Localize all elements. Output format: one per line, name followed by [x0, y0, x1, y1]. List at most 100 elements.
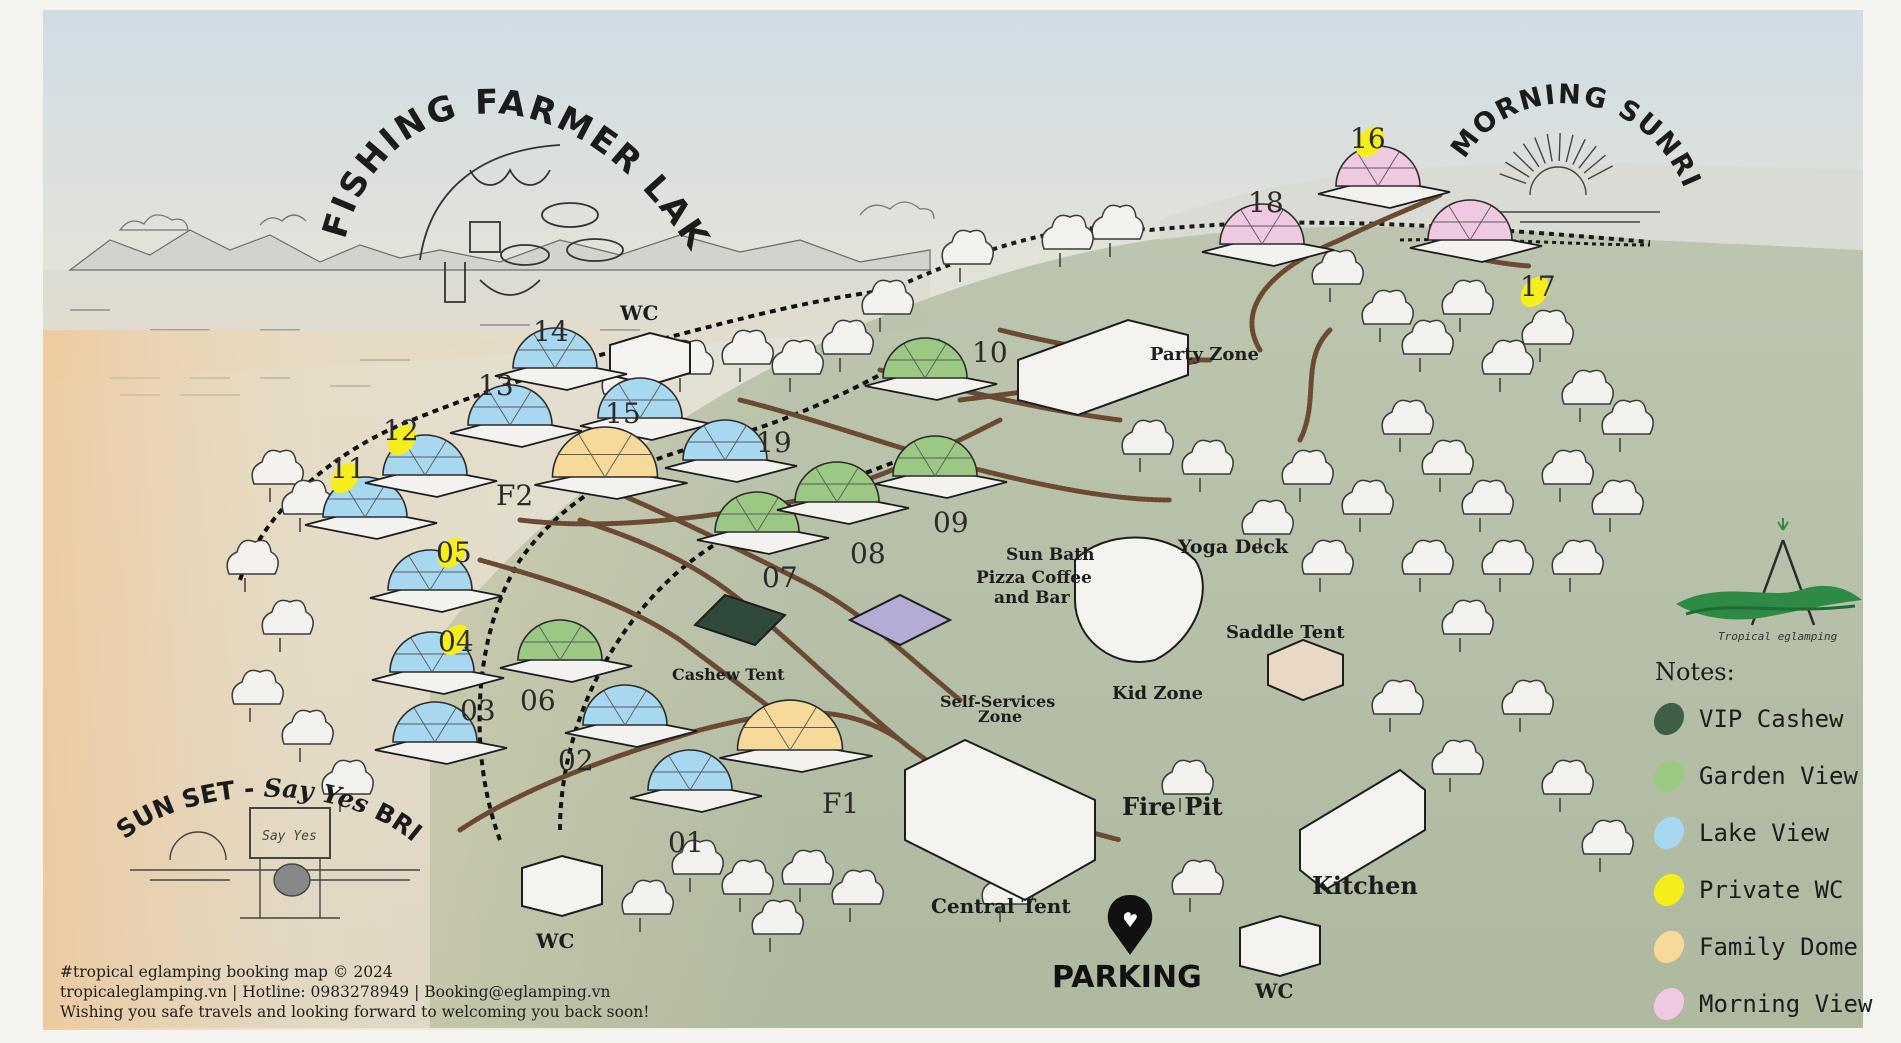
tree-icon	[1401, 539, 1454, 592]
tree-icon	[1541, 449, 1594, 502]
tree-icon	[721, 329, 774, 382]
pizza-label-1: Pizza Coffee	[976, 568, 1092, 588]
site-18-dome[interactable]	[1201, 203, 1335, 267]
site-06-number[interactable]: 06	[520, 684, 556, 717]
legend-title: Notes:	[1655, 658, 1735, 686]
legend-label: Morning View	[1699, 989, 1873, 1018]
tree-icon	[261, 599, 314, 652]
tree-icon	[1381, 399, 1434, 452]
sun-ray	[1546, 133, 1553, 162]
tree-icon	[1171, 859, 1224, 912]
site-03-dome[interactable]	[374, 701, 508, 765]
tree-icon	[1581, 819, 1634, 872]
dome-frame	[887, 343, 963, 379]
tree-icon	[1541, 759, 1594, 812]
legend-swatch	[1647, 867, 1691, 912]
site-01-dome[interactable]	[629, 749, 763, 813]
sun-ray	[1558, 133, 1561, 162]
site-17-dome[interactable]	[1409, 199, 1543, 263]
site-15-number[interactable]: 15	[605, 397, 641, 430]
site-02-dome[interactable]	[564, 684, 698, 748]
legend-item: Family Dome	[1647, 918, 1885, 975]
site-f1-dome[interactable]	[719, 699, 873, 773]
dome-frame	[397, 707, 473, 743]
kitchen-label: Kitchen	[1312, 871, 1418, 900]
dome-frame	[687, 425, 763, 461]
site-09-number[interactable]: 09	[933, 506, 969, 539]
private-wc-mark-05	[437, 537, 467, 569]
kid-zone-play	[1074, 536, 1204, 663]
site-numbers: 01 02 03 04 05 06 07 08 09 10 11 12 13 14 15 16 17 18 19F1…	[330, 122, 1556, 859]
tree-icon	[1091, 204, 1144, 257]
site-08-dome[interactable]	[776, 461, 910, 525]
tree-icon	[1431, 739, 1484, 792]
site-07-number[interactable]: 07	[762, 561, 798, 594]
site-10-dome[interactable]	[864, 337, 998, 401]
ridge-line-2	[1399, 238, 1651, 247]
tree-icon	[781, 849, 834, 902]
fishing-illustration	[419, 144, 624, 303]
site-06-dome[interactable]	[499, 619, 633, 683]
legend-item: Garden View	[1647, 747, 1885, 804]
site-17-number[interactable]: 17	[1520, 270, 1556, 303]
tree-icon	[1551, 539, 1604, 592]
private-wc-mark-17	[1520, 276, 1550, 308]
site-16-number[interactable]: 16	[1350, 122, 1386, 155]
tree-icon	[1161, 759, 1214, 812]
clouds	[118, 201, 935, 231]
tree-icon	[1591, 479, 1644, 532]
site-07-dome[interactable]	[696, 491, 830, 555]
dome-frame	[719, 497, 795, 533]
site-09-dome[interactable]	[874, 435, 1008, 499]
site-19-number[interactable]: 19	[756, 426, 792, 459]
central-tent-label: Central Tent	[931, 894, 1071, 918]
site-01-number[interactable]: 01	[668, 826, 704, 859]
site-08-number[interactable]: 08	[850, 537, 886, 570]
tree-icon	[281, 709, 334, 762]
sun-ray	[1565, 134, 1574, 163]
saddle-tent-label: Saddle Tent	[1226, 622, 1345, 643]
site-05-number[interactable]: 05	[436, 536, 472, 569]
wc-bottom-label: WC	[1254, 979, 1293, 1003]
site-11-number[interactable]: 11	[330, 452, 366, 485]
site-f2-number[interactable]: F2	[496, 479, 533, 512]
site-18-number[interactable]: 18	[1248, 186, 1284, 219]
fire-pit-label: Fire Pit	[1122, 792, 1223, 821]
site-12-number[interactable]: 12	[383, 414, 419, 447]
tree-icon	[1421, 439, 1474, 492]
private-wc-mark-11	[330, 462, 360, 494]
legend-swatch	[1647, 981, 1691, 1026]
site-10-number[interactable]: 10	[972, 336, 1008, 369]
tree-icon	[281, 479, 334, 532]
tree-icon	[231, 669, 284, 722]
tree-icon	[1441, 279, 1494, 332]
site-f1-number[interactable]: F1	[822, 787, 859, 820]
self-services-label-1: Self-Services	[940, 692, 1055, 711]
self-services-label-2: Zone	[978, 707, 1022, 726]
site-14-number[interactable]: 14	[533, 315, 569, 348]
site-03-number[interactable]: 03	[460, 694, 496, 727]
tree-icon	[1561, 369, 1614, 422]
site-13-dome[interactable]	[449, 384, 583, 448]
site-19-dome[interactable]	[664, 419, 798, 483]
tree-icon	[821, 319, 874, 372]
tree-icon	[1181, 439, 1234, 492]
sun-ray	[1572, 138, 1586, 165]
bridge-sign-text: Say Yes	[262, 829, 317, 844]
site-f2-dome[interactable]	[534, 426, 688, 500]
domes-layer	[304, 126, 1550, 813]
legend-label: Family Dome	[1699, 932, 1858, 961]
site-14-dome[interactable]	[494, 327, 628, 391]
brand-logo: Tropical eglamping	[1676, 518, 1862, 643]
dome-frame	[587, 690, 663, 726]
site-04-number[interactable]: 04	[438, 625, 474, 658]
sunset-bridge-drawing	[130, 807, 420, 919]
site-02-number[interactable]: 02	[558, 744, 594, 777]
site-13-number[interactable]: 13	[478, 369, 514, 402]
dome-frame	[522, 625, 598, 661]
tree-icon	[1121, 419, 1174, 472]
tree-icon	[226, 539, 279, 592]
